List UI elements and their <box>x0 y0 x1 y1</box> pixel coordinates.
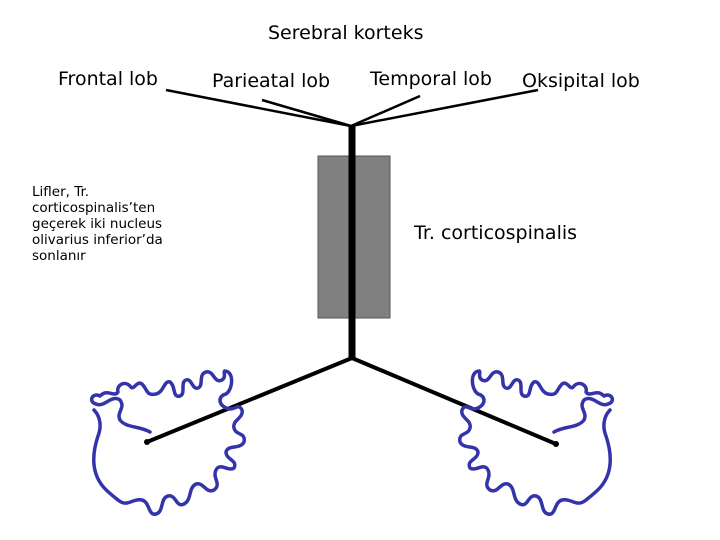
corticospinal-tract-label: Tr. corticospinalis <box>414 222 578 244</box>
fibers-note: Lifler, Tr. corticospinalis’ten geçerek … <box>32 184 163 264</box>
diagram-title: Serebral korteks <box>268 22 424 44</box>
right-olive-outline <box>458 369 615 516</box>
frontal-lobe-label: Frontal lob <box>58 68 158 90</box>
frontal-line <box>165 88 352 128</box>
occipital-lobe-label: Oksipital lob <box>522 70 640 92</box>
right-branch-end <box>553 441 559 447</box>
left-branch-end <box>144 439 150 445</box>
temporal-lobe-label: Temporal lob <box>370 68 492 90</box>
left-olive-outline <box>89 369 246 516</box>
parietal-line <box>261 98 352 128</box>
right-branch <box>351 356 557 446</box>
occipital-line <box>350 88 539 128</box>
left-branch <box>146 356 353 444</box>
temporal-line <box>350 94 421 128</box>
parietal-lobe-label: Parieatal lob <box>212 70 331 92</box>
